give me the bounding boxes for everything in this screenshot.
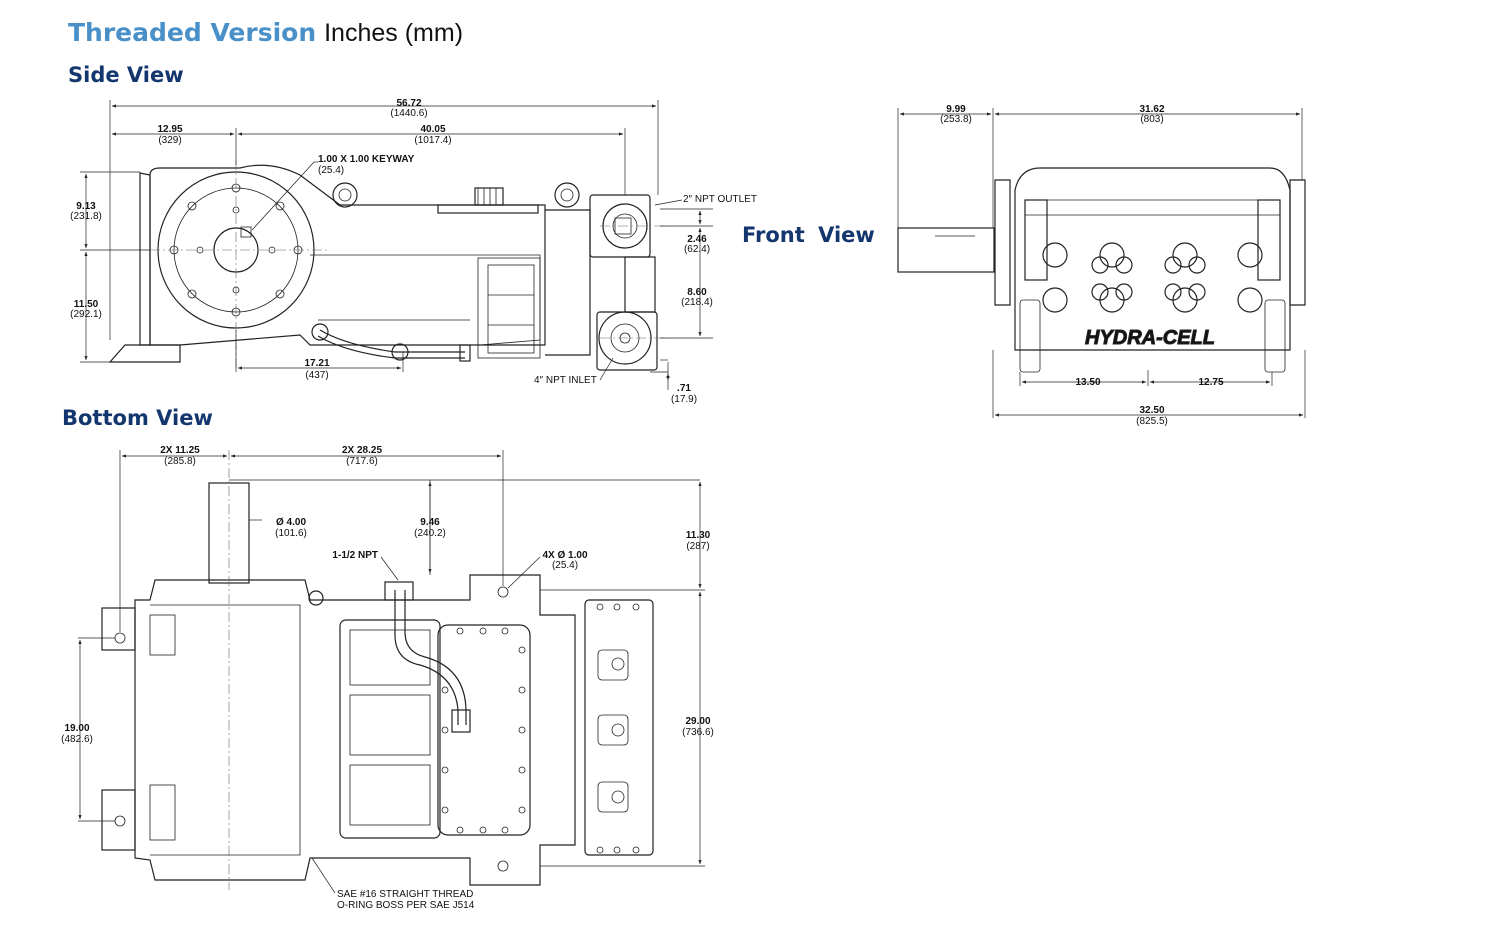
dim-shaft-base: 11.50 bbox=[74, 299, 99, 310]
dim-npt-offset-mm: (240.2) bbox=[414, 528, 446, 539]
dim-right-span: 12.75 bbox=[1198, 377, 1223, 388]
dim-shaft-manifold: 40.05 bbox=[420, 124, 445, 135]
title-accent: Threaded Version bbox=[68, 18, 317, 47]
title-units: Inches (mm) bbox=[324, 19, 464, 47]
dim-top-shaft-mm: (231.8) bbox=[70, 211, 102, 222]
side-view-dimensions: 56.72 (1440.6) 12.95 (329) 40.05 (1017.4… bbox=[70, 98, 757, 405]
dim-shaft-dia: Ø 4.00 bbox=[276, 517, 306, 528]
dim-overall-depth-mm: (736.6) bbox=[682, 727, 714, 738]
dim-mount-span-mm: (717.6) bbox=[346, 456, 378, 467]
side-view-heading: Side View bbox=[68, 63, 184, 87]
dim-outlet-offset: 2.46 bbox=[687, 234, 707, 245]
dim-mount-width: 19.00 bbox=[64, 723, 89, 734]
bottom-view-heading: Bottom View bbox=[62, 406, 213, 430]
dim-shaft-manifold-mm: (1017.4) bbox=[414, 135, 451, 146]
keyway-label-mm: (25.4) bbox=[318, 165, 344, 176]
bottom-view-dimensions: 2X 11.25 (285.8) 2X 28.25 (717.6) Ø 4.00… bbox=[61, 445, 714, 911]
dim-left-span: 13.50 bbox=[1075, 377, 1100, 388]
keyway-label: 1.00 X 1.00 KEYWAY bbox=[318, 154, 415, 165]
dim-shaft-ext: 9.99 bbox=[946, 104, 966, 115]
dim-inlet-offset-mm: (17.9) bbox=[671, 394, 697, 405]
sae-note-line2: O-RING BOSS PER SAE J514 bbox=[337, 900, 475, 911]
side-view-drawing bbox=[80, 100, 713, 390]
dim-body-width: 31.62 bbox=[1139, 104, 1164, 115]
dim-inlet-offset: .71 bbox=[677, 383, 691, 394]
dim-outlet-offset-mm: (62.4) bbox=[684, 244, 710, 255]
dim-shaft-ext-mm: (253.8) bbox=[940, 114, 972, 125]
dim-overall-length-mm: (1440.6) bbox=[390, 108, 427, 119]
dim-overall-width: 32.50 bbox=[1139, 405, 1164, 416]
front-view-heading: Front View bbox=[742, 223, 875, 247]
front-view-dimensions: 9.99 (253.8) 31.62 (803) 13.50 12.75 32.… bbox=[940, 104, 1224, 427]
outlet-label: 2″ NPT OUTLET bbox=[683, 194, 757, 205]
npt-label: 1-1/2 NPT bbox=[332, 550, 378, 561]
bottom-view-drawing bbox=[78, 450, 705, 894]
dim-overall-depth: 29.00 bbox=[685, 716, 710, 727]
dim-npt-offset: 9.46 bbox=[420, 517, 440, 528]
front-view-drawing: HYDRA-CELL bbox=[897, 108, 1306, 418]
dim-front-shaft: 12.95 bbox=[157, 124, 182, 135]
dim-mount-left: 2X 11.25 bbox=[160, 445, 200, 456]
dim-shaft-dia-mm: (101.6) bbox=[275, 528, 307, 539]
inlet-label: 4″ NPT INLET bbox=[534, 375, 597, 386]
dim-mount-left-mm: (285.8) bbox=[164, 456, 196, 467]
dim-overall-width-mm: (825.5) bbox=[1136, 416, 1168, 427]
dim-outlet-inlet: 8.60 bbox=[687, 287, 707, 298]
brand-logo: HYDRA-CELL bbox=[1085, 327, 1215, 349]
dim-mount-width-mm: (482.6) bbox=[61, 734, 93, 745]
dim-mount-span: 2X 28.25 bbox=[342, 445, 382, 456]
holes-label: 4X Ø 1.00 bbox=[542, 550, 587, 561]
holes-label-mm: (25.4) bbox=[552, 560, 578, 571]
dim-shaft-len: 11.30 bbox=[686, 530, 711, 541]
dim-shaft-sae: 17.21 bbox=[304, 358, 329, 369]
dim-overall-length: 56.72 bbox=[396, 98, 421, 109]
dim-body-width-mm: (803) bbox=[1140, 114, 1163, 125]
dim-shaft-base-mm: (292.1) bbox=[70, 309, 102, 320]
dim-top-shaft: 9.13 bbox=[76, 201, 96, 212]
dim-shaft-sae-mm: (437) bbox=[305, 370, 328, 381]
dim-outlet-inlet-mm: (218.4) bbox=[681, 297, 713, 308]
dim-shaft-len-mm: (287) bbox=[686, 541, 709, 552]
sae-note-line1: SAE #16 STRAIGHT THREAD bbox=[337, 889, 473, 900]
dim-front-shaft-mm: (329) bbox=[158, 135, 181, 146]
page-title: Threaded Version Inches (mm) bbox=[68, 18, 463, 48]
